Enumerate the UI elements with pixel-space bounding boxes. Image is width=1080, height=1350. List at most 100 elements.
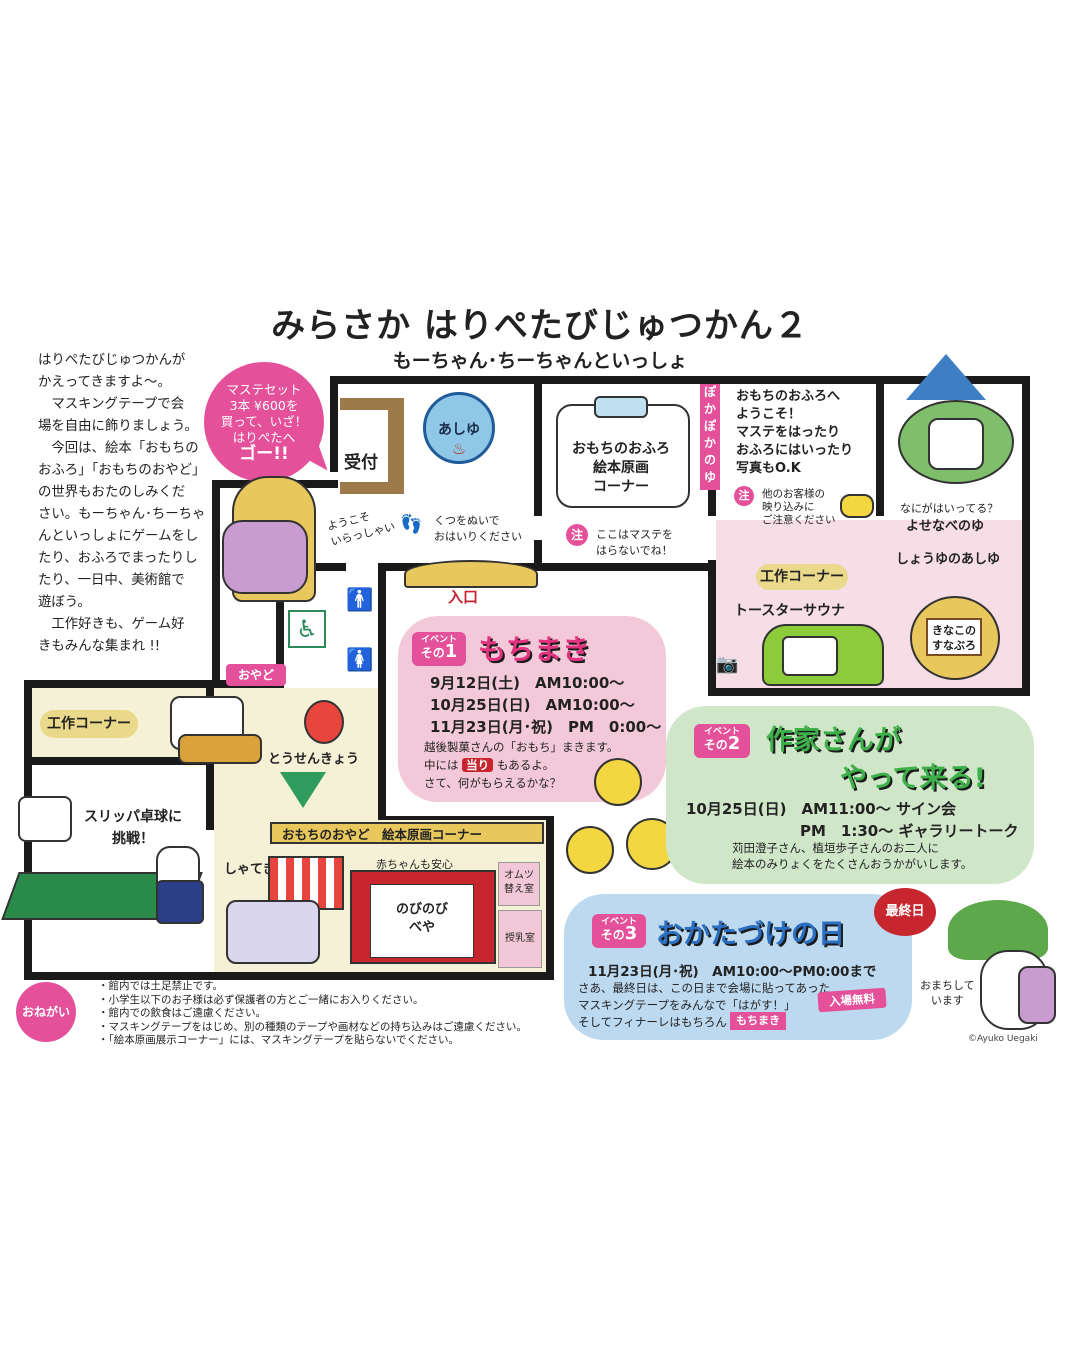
toilet-male-icon: 🚹	[346, 588, 374, 613]
event2-title: 作家さんが	[766, 725, 901, 756]
radish-leaves	[948, 900, 1048, 960]
event3-badge: イベント その3	[592, 914, 646, 948]
entrance-gate	[404, 560, 538, 588]
nobinobi-room: のびのび べや	[370, 884, 474, 958]
shateki-label: しゃてき	[224, 862, 276, 877]
intro-line: さい。もーちゃん･ちーちゃ	[38, 507, 206, 522]
event1-date: 9月12日(土) AM10:00〜	[430, 674, 625, 692]
event2-desc: 苅田澄子さん、植垣歩子さんのお二人に	[732, 841, 939, 855]
intro-text: はりぺたびじゅつかんが かえってきますよ〜。 マスキングテープで会 場を自由に飾…	[38, 350, 208, 658]
baby-note: 赤ちゃんも安心	[376, 858, 453, 871]
craft-corner-left-tag: 工作コーナー	[40, 710, 138, 738]
toilet-female-icon: 🚺	[346, 648, 374, 673]
rules-list: ・館内では土足禁止です。 ・小学生以下のお子様は必ず保護者の方とご一緒にお入りく…	[98, 980, 527, 1048]
kinako-sign: きなこの すなぶろ	[926, 618, 982, 656]
yukata	[156, 880, 204, 924]
prize-shelf	[226, 900, 320, 964]
rule-item: ・マスキングテープをはじめ、別の種類のテープや画材などの持ち込みはご遠慮ください…	[98, 1020, 527, 1033]
tape-set-bubble: マステセット 3本 ¥600を 買って、いざ！ はりぺたへ ゴー!!	[204, 362, 324, 482]
intro-line: の世界もおたのしみくだ	[38, 485, 186, 500]
welcome-bath-line: マステをはったり	[736, 425, 841, 440]
intro-line: かえってきますよ〜。	[38, 375, 171, 390]
duck-soap	[840, 494, 874, 518]
event3-line: 11月23日(月･祝) AM10:00〜PM0:00まで	[588, 964, 877, 980]
copyright: ©Ayuko Uegaki	[968, 1034, 1038, 1044]
entrance-label: 入口	[448, 588, 479, 606]
event3-desc: さあ、最終日は、この日まで会場に貼ってあった	[578, 981, 831, 995]
jack-in-box	[304, 700, 344, 744]
kimono	[222, 520, 308, 594]
bath-corner-title: おもちのおふろ	[572, 441, 670, 457]
rule-item: ・館内では土足禁止です。	[98, 980, 223, 992]
event2-title: やって来る!	[840, 763, 986, 794]
waiting-text: います	[930, 994, 964, 1007]
welcome-bath-line: ようこそ！	[736, 407, 802, 422]
mochi-ball-character	[594, 758, 642, 806]
mochi-bath	[556, 404, 690, 508]
page-subtitle: もーちゃん･ちーちゃんといっしょ	[392, 350, 688, 372]
bath-corner-title: 絵本原画	[593, 460, 649, 476]
reception-label: 受付	[344, 453, 378, 473]
event1-desc: 越後製菓さんの「おもち」まきます。	[424, 740, 619, 754]
caution-note: 映り込みに	[762, 501, 815, 513]
event2-badge: イベント その2	[694, 724, 750, 758]
event3-desc: マスキングテープをみんなで「はがす！」	[578, 998, 796, 1012]
intro-line: はりぺたびじゅつかんが	[38, 353, 186, 368]
event2-line: PM 1:30〜 ギャラリートーク	[800, 822, 1019, 840]
event3-desc: そしてフィナーレはもちろん	[578, 1015, 727, 1029]
waiting-text: おまちして	[920, 979, 975, 992]
intro-line: 場を自由に飾りましょう。	[38, 419, 198, 434]
tousen-label: とうせんきょう	[268, 752, 360, 767]
caution-mark: 注	[566, 524, 588, 546]
event1-desc: さて、何がもらえるかな？	[424, 776, 562, 790]
bath-corner-title: コーナー	[593, 479, 649, 495]
event1-date: 11月23日(月･祝) PM 0:00〜	[430, 718, 662, 736]
event1-date: 10月25日(日) AM10:00〜	[430, 696, 635, 714]
intro-line: マスキングテープで会	[51, 397, 185, 412]
caution-note: 他のお客様の	[762, 488, 825, 500]
intro-line: たり、一日中、美術館で	[38, 573, 185, 588]
event1-title: もちまき	[478, 633, 591, 666]
camera-icon: 📷	[716, 654, 739, 675]
mochi-character	[18, 796, 72, 842]
pingpong-label: 挑戦！	[112, 831, 154, 847]
wheelchair-icon: ♿	[288, 610, 326, 648]
oyado-tag: おやど	[226, 664, 286, 686]
intro-line: たり、おふろでまったりし	[38, 551, 198, 566]
intro-line: んといっしょにゲームをし	[38, 529, 199, 544]
shoes-icon: 👣	[400, 514, 423, 535]
radish-kimono	[1018, 966, 1056, 1024]
intro-line: きもみんな集まれ !!	[38, 639, 161, 654]
welcome-bath-line: おふろにはいったり	[736, 443, 854, 458]
rule-item: ・館内での飲食はご遠慮ください。	[98, 1007, 266, 1019]
no-tape-note: はらないでね！	[596, 544, 673, 557]
welcome-bath-line: おもちのおふろへ	[736, 389, 841, 404]
event1-badge: イベント その1	[412, 632, 466, 666]
shoes-note: くつをぬいで	[434, 514, 500, 527]
shoyu-label: しょうゆのあしゆ	[896, 552, 1001, 567]
pingpong-label: スリッパ卓球に	[84, 809, 182, 825]
shoes-note: おはいりください	[434, 530, 522, 543]
event2-line: 10月25日(日) AM11:00〜 サイン会	[686, 800, 956, 818]
kimono-blanket	[178, 734, 262, 764]
caution-note: ご注意ください	[762, 514, 836, 526]
rule-item: ・小学生以下のお子様は必ず保護者の方とご一緒にお入りください。	[98, 993, 424, 1006]
intro-line: 今回は、絵本「おもちの	[51, 441, 199, 456]
diaper-room: オムツ 替え室	[498, 862, 540, 906]
mochimaki-tag: もちまき	[730, 1012, 786, 1030]
towel	[594, 396, 648, 418]
page-title: みらさか はりぺたびじゅつかん２	[271, 306, 809, 346]
intro-line: 遊ぼう。	[38, 595, 91, 610]
mochi-character	[928, 418, 984, 470]
nabe-label: よせなべのゆ	[906, 519, 985, 534]
pokapoka-tag: ぽ か ぽ か の ゆ	[700, 384, 720, 490]
event2-desc: 絵本のみりょくをたくさんおうかがいします。	[732, 857, 973, 871]
nursing-room: 授乳室	[498, 910, 542, 968]
oyado-corner-header: おもちのおやど 絵本原画コーナー	[270, 822, 544, 844]
intro-line: 工作好きも、ゲーム好	[51, 617, 185, 632]
toaster-label: トースターサウナ	[734, 603, 846, 619]
welcome-bath-line: 写真もO.K	[736, 461, 801, 476]
nabe-question: なにがはいってる？	[900, 502, 999, 515]
last-day-badge: 最終日	[874, 888, 936, 936]
craft-corner-right-tag: 工作コーナー	[756, 564, 848, 590]
